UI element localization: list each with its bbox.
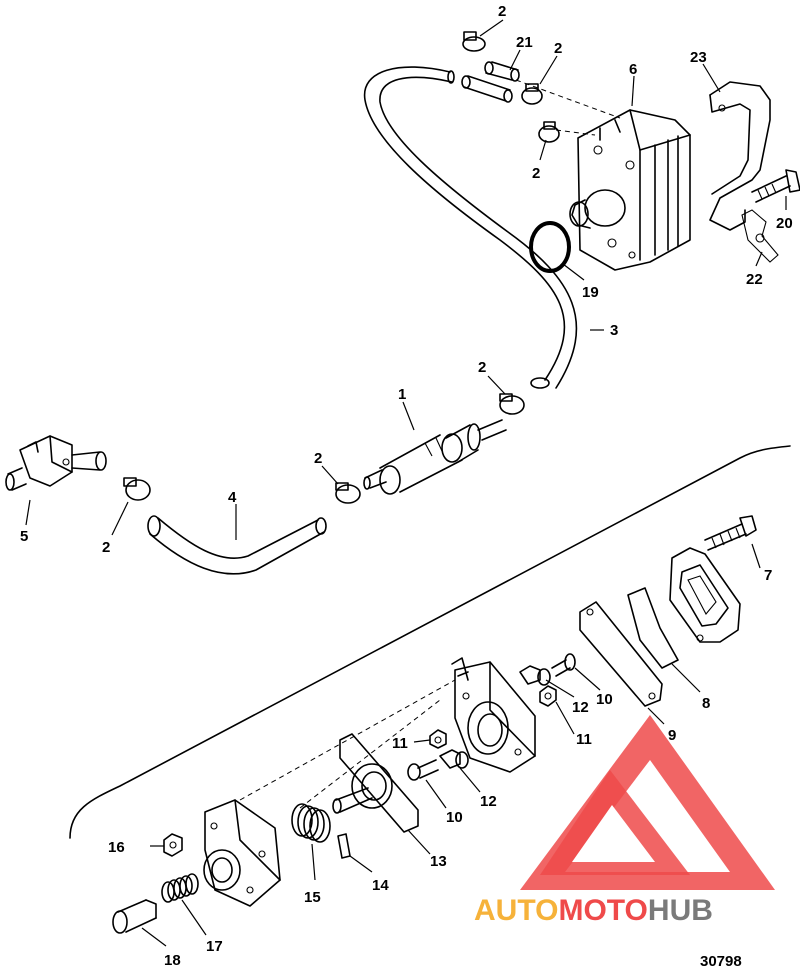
nut-11-lower — [429, 729, 447, 749]
label-11: 11 — [576, 731, 592, 748]
nut-11-upper — [539, 685, 557, 707]
spring-15 — [291, 803, 331, 843]
watermark-logo — [520, 715, 775, 890]
watermark-moto: MOTO — [558, 894, 647, 927]
label-2: 2 — [554, 40, 562, 57]
svg-text:AUTOMOTOHUB: AUTOMOTOHUB — [474, 894, 713, 927]
label-10: 10 — [596, 691, 613, 708]
division-curve — [69, 445, 791, 839]
check-valve-12-lower — [439, 749, 469, 769]
label-17: 17 — [206, 938, 223, 955]
label-7: 7 — [764, 567, 772, 584]
figure-number: 30798 — [700, 953, 742, 970]
label-2: 2 — [498, 3, 506, 20]
clip-22 — [741, 209, 779, 263]
pump-base-housing — [203, 799, 281, 907]
label-12: 12 — [572, 699, 589, 716]
watermark-hub: HUB — [648, 894, 713, 927]
label-2: 2 — [478, 359, 486, 376]
label-12: 12 — [480, 793, 497, 810]
primer-valve-5 — [5, 435, 107, 491]
label-16: 16 — [108, 839, 125, 856]
label-4: 4 — [228, 489, 237, 506]
hose-clamp-upper — [462, 31, 560, 143]
label-18: 18 — [164, 952, 181, 969]
fuel-hose-3-inner — [379, 76, 578, 389]
pump-body — [451, 657, 536, 773]
pin-14 — [337, 833, 351, 859]
label-13: 13 — [430, 853, 447, 870]
plunger-18 — [112, 899, 157, 934]
watermark-text: AUTOMOTOHUB — [474, 894, 713, 927]
screw-10-lower — [407, 759, 439, 781]
watermark-auto: AUTO — [474, 894, 558, 927]
bolt-20 — [751, 169, 800, 203]
diaphragm-13 — [332, 733, 419, 833]
label-21: 21 — [516, 34, 533, 51]
o-ring-19 — [529, 221, 571, 273]
pump-cover-8 — [627, 547, 741, 669]
label-5: 5 — [20, 528, 28, 545]
label-14: 14 — [372, 877, 389, 894]
part-labels: 2 21 2 2 6 23 20 22 19 3 2 1 2 4 5 2 7 8… — [20, 3, 793, 969]
fuel-pump-6 — [569, 109, 691, 271]
label-2: 2 — [102, 539, 110, 556]
spring-17 — [161, 873, 199, 903]
label-20: 20 — [776, 215, 793, 232]
label-8: 8 — [702, 695, 710, 712]
leader-lines — [25, 19, 787, 947]
label-23: 23 — [690, 49, 707, 66]
screw-10-upper — [551, 653, 576, 677]
fuel-hose-4 — [147, 515, 327, 575]
label-10: 10 — [446, 809, 463, 826]
fuel-filter-1 — [363, 419, 507, 495]
label-2: 2 — [532, 165, 540, 182]
bracket-23 — [709, 81, 771, 231]
label-11: 11 — [392, 735, 408, 752]
label-15: 15 — [304, 889, 321, 906]
gasket-9 — [579, 601, 663, 707]
label-9: 9 — [668, 727, 676, 744]
fuel-hose-3 — [363, 66, 566, 381]
label-22: 22 — [746, 271, 763, 288]
label-6: 6 — [629, 61, 637, 78]
label-1: 1 — [398, 386, 406, 403]
bolt-7 — [704, 515, 757, 551]
hose-clamp-middle — [123, 393, 525, 504]
sleeve-21 — [461, 61, 520, 103]
label-19: 19 — [582, 284, 599, 301]
label-3: 3 — [610, 322, 618, 339]
label-2: 2 — [314, 450, 322, 467]
nut-16 — [163, 833, 183, 857]
check-valve-12-upper — [519, 665, 551, 686]
